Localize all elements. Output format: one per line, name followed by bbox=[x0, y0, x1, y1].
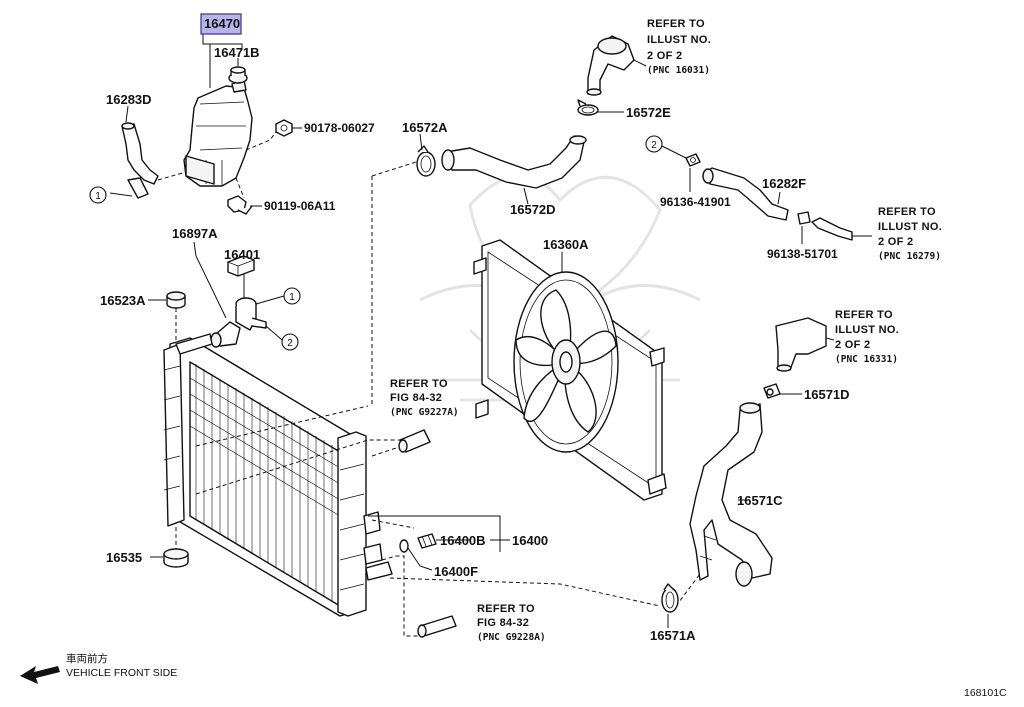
svg-text:(PNC G9228A): (PNC G9228A) bbox=[477, 632, 546, 643]
part-label-16571d[interactable]: 16571D bbox=[804, 387, 850, 402]
part-label-16471b[interactable]: 16471B bbox=[214, 45, 260, 60]
part-label-16400[interactable]: 16400 bbox=[512, 533, 548, 548]
cooling-fan[interactable] bbox=[513, 271, 619, 453]
part-label-16572d[interactable]: 16572D bbox=[510, 202, 556, 217]
bolt-90119[interactable] bbox=[227, 195, 253, 215]
hose-clip-96136[interactable] bbox=[685, 153, 701, 167]
svg-text:(PNC 16031): (PNC 16031) bbox=[647, 65, 710, 76]
part-label-16283d[interactable]: 16283D bbox=[106, 92, 152, 107]
part-label-16897a[interactable]: 16897A bbox=[172, 226, 218, 241]
svg-text:REFER TO: REFER TO bbox=[878, 206, 936, 218]
part-label-16572e[interactable]: 16572E bbox=[626, 105, 671, 120]
svg-text:REFER TO: REFER TO bbox=[390, 378, 448, 390]
refer-note-16279[interactable]: REFER TO ILLUST NO. 2 OF 2 (PNC 16279) bbox=[878, 206, 942, 262]
svg-text:(PNC 16279): (PNC 16279) bbox=[878, 251, 941, 262]
svg-text:1: 1 bbox=[95, 191, 101, 202]
water-outlet-16031[interactable] bbox=[586, 35, 635, 96]
part-label-16400f[interactable]: 16400F bbox=[434, 564, 478, 579]
svg-text:ILLUST NO.: ILLUST NO. bbox=[878, 221, 942, 233]
part-label-16523a[interactable]: 16523A bbox=[100, 293, 146, 308]
refer-note-g9228a[interactable]: REFER TO FIG 84-32 (PNC G9228A) bbox=[477, 603, 546, 643]
water-inlet-16331[interactable] bbox=[775, 317, 827, 372]
svg-text:2 OF 2: 2 OF 2 bbox=[647, 50, 682, 62]
part-label-96138-51701[interactable]: 96138-51701 bbox=[767, 247, 838, 261]
part-label-90178-06027[interactable]: 90178-06027 bbox=[304, 121, 375, 135]
drain-cock-plug[interactable] bbox=[417, 533, 437, 549]
part-label-16571a[interactable]: 16571A bbox=[650, 628, 696, 643]
bolt-90178[interactable] bbox=[275, 119, 293, 137]
svg-text:(PNC 16331): (PNC 16331) bbox=[835, 354, 898, 365]
reservoir-cap[interactable] bbox=[228, 66, 248, 84]
callout-2-filler: 2 bbox=[281, 333, 299, 351]
part-label-16400b[interactable]: 16400B bbox=[440, 533, 486, 548]
hose-clamp-16571d[interactable] bbox=[763, 383, 781, 399]
callout-1-filler: 1 bbox=[283, 287, 301, 305]
o-ring-16400f[interactable] bbox=[399, 539, 409, 553]
refer-note-16331[interactable]: REFER TO ILLUST NO. 2 OF 2 (PNC 16331) bbox=[835, 309, 899, 365]
mount-cushion-16535[interactable] bbox=[163, 548, 189, 568]
hose-clamp-16572a[interactable] bbox=[416, 145, 436, 177]
part-label-16360a[interactable]: 16360A bbox=[543, 237, 589, 252]
svg-text:1: 1 bbox=[289, 292, 295, 303]
svg-text:2 OF 2: 2 OF 2 bbox=[878, 236, 913, 248]
refer-note-16031[interactable]: REFER TO ILLUST NO. 2 OF 2 (PNC 16031) bbox=[647, 18, 711, 76]
svg-text:REFER TO: REFER TO bbox=[647, 18, 705, 30]
svg-text:2: 2 bbox=[651, 140, 657, 151]
callout-2-bypass: 2 bbox=[645, 135, 663, 153]
upper-hose-16572d[interactable] bbox=[441, 135, 587, 189]
filler-neck[interactable] bbox=[210, 297, 267, 348]
hose-clamp-16572e[interactable] bbox=[577, 99, 599, 116]
highlighted-part-box bbox=[200, 13, 242, 35]
svg-text:REFER TO: REFER TO bbox=[835, 309, 893, 321]
svg-text:2: 2 bbox=[287, 338, 293, 349]
svg-text:ILLUST NO.: ILLUST NO. bbox=[835, 324, 899, 336]
part-label-16572a[interactable]: 16572A bbox=[402, 120, 448, 135]
svg-text:2 OF 2: 2 OF 2 bbox=[835, 339, 870, 351]
svg-text:(PNC G9227A): (PNC G9227A) bbox=[390, 407, 459, 418]
vehicle-front-cjk: 車両前方 bbox=[66, 652, 108, 665]
mount-cushion-16523a[interactable] bbox=[166, 291, 186, 309]
part-label-96136-41901[interactable]: 96136-41901 bbox=[660, 195, 731, 209]
part-label-16282f[interactable]: 16282F bbox=[762, 176, 806, 191]
hose-16283d[interactable] bbox=[121, 122, 159, 199]
part-label-16571c[interactable]: 16571C bbox=[737, 493, 783, 508]
part-label-90119-06a11[interactable]: 90119-06A11 bbox=[264, 199, 336, 213]
hose-clip-96138[interactable] bbox=[797, 211, 811, 225]
svg-text:FIG 84-32: FIG 84-32 bbox=[390, 392, 442, 404]
pipe-16279[interactable] bbox=[811, 217, 853, 241]
bypass-hose-16282f[interactable] bbox=[702, 167, 789, 221]
reservoir-tank[interactable] bbox=[183, 79, 253, 187]
radiator-cap[interactable] bbox=[227, 255, 255, 277]
vehicle-front-arrow-icon bbox=[20, 666, 60, 684]
hose-g9227a[interactable] bbox=[398, 429, 431, 453]
svg-text:ILLUST NO.: ILLUST NO. bbox=[647, 34, 711, 46]
hose-g9228a[interactable] bbox=[417, 615, 457, 638]
hose-clamp-16571a[interactable] bbox=[661, 583, 679, 613]
part-label-16470[interactable]: 16470 bbox=[204, 16, 240, 31]
part-label-16535[interactable]: 16535 bbox=[106, 550, 142, 565]
refer-note-g9227a[interactable]: REFER TO FIG 84-32 (PNC G9227A) bbox=[390, 378, 459, 418]
svg-text:FIG 84-32: FIG 84-32 bbox=[477, 617, 529, 629]
radiator[interactable] bbox=[163, 333, 393, 617]
lower-hose-16571c[interactable] bbox=[689, 402, 773, 587]
part-label-16401[interactable]: 16401 bbox=[224, 247, 260, 262]
callout-1-left: 1 bbox=[89, 186, 107, 204]
diagram-id-code: 168101C bbox=[964, 687, 1007, 699]
vehicle-front-label: VEHICLE FRONT SIDE bbox=[66, 667, 177, 679]
svg-text:REFER TO: REFER TO bbox=[477, 603, 535, 615]
